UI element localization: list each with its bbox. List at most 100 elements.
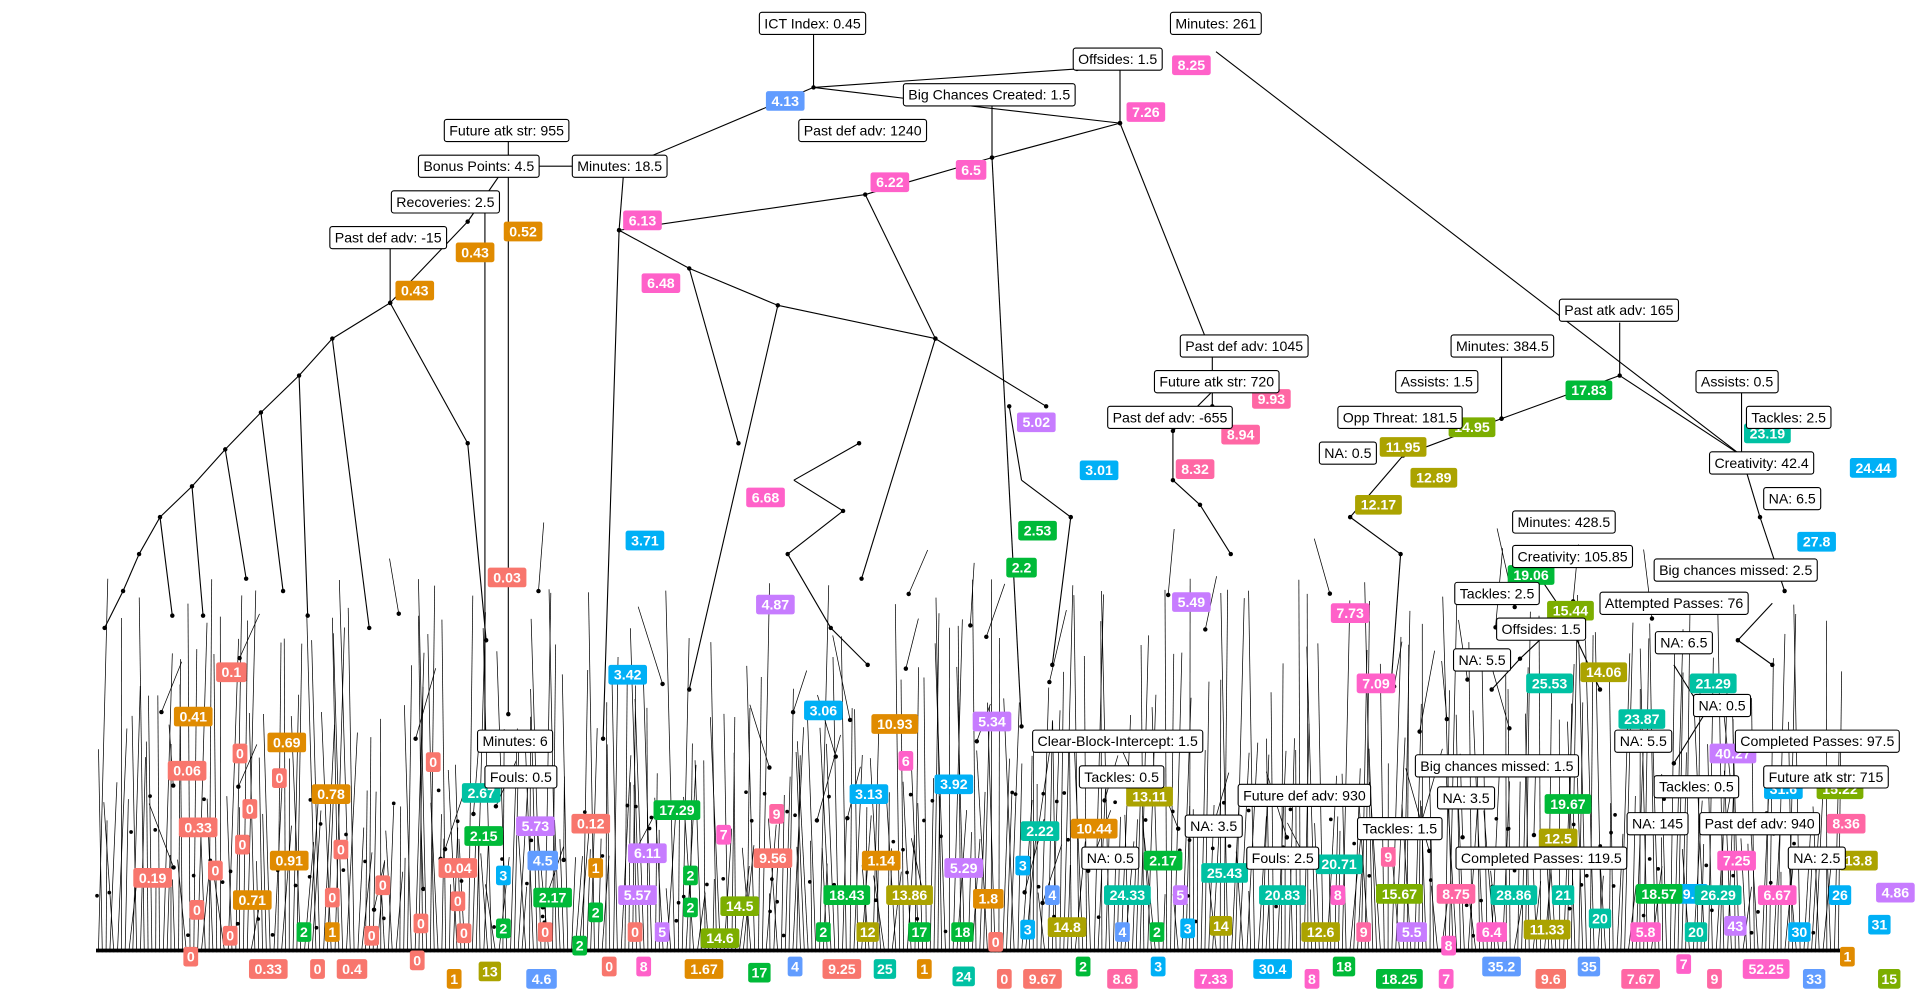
node-value: 13.86 [892, 887, 928, 903]
tree-node [785, 551, 790, 557]
tree-node [863, 192, 868, 197]
tree-node [228, 869, 233, 874]
leaf-branch [849, 708, 853, 951]
value-badge [654, 922, 670, 942]
tree-edge [159, 517, 173, 616]
tree-edge [122, 553, 140, 592]
value-badge [886, 885, 933, 905]
node-value-label: 4.5 [527, 850, 559, 871]
tree-edge [148, 803, 174, 868]
tree-node [1710, 908, 1714, 913]
value-badge [496, 865, 511, 886]
node-value: 0 [454, 893, 462, 909]
node-value: 9 [1711, 971, 1719, 987]
leaf-branch [819, 585, 830, 951]
split-node-label: NA: 0.5 [1318, 441, 1377, 465]
split-condition: Big Chances Created: 1.5 [908, 87, 1070, 103]
node-value-label: 8 [1304, 968, 1320, 989]
node-value: 35.2 [1488, 958, 1516, 974]
value-badge [272, 768, 287, 788]
leaf-branch [956, 666, 965, 951]
node-value: 1.67 [690, 961, 718, 977]
leaf-branch [891, 871, 902, 951]
leaf-branch [935, 597, 943, 951]
value-badge [1676, 954, 1692, 974]
node-value: 3.01 [1085, 462, 1113, 478]
value-badge [324, 887, 340, 908]
split-box [1512, 510, 1616, 534]
tree-node [1647, 857, 1652, 861]
value-badge [232, 743, 248, 764]
split-node-label: Tackles: 0.5 [1078, 765, 1165, 789]
node-value-label: 19.67 [1544, 794, 1592, 814]
node-value-label: 21 [1551, 885, 1575, 905]
leaf-branch [1594, 632, 1603, 951]
split-condition: Offsides: 1.5 [1502, 621, 1581, 637]
node-value-label: 7.67 [1621, 968, 1660, 989]
value-badge [1788, 922, 1811, 942]
node-value: 0.43 [401, 282, 429, 298]
leaf-branch [338, 580, 351, 951]
node-value: 0 [187, 949, 195, 965]
node-value-label: 6.4 [1476, 922, 1507, 942]
node-value: 0 [417, 915, 425, 931]
value-badge [1172, 55, 1211, 76]
tree-edge [787, 510, 844, 555]
leaf-branch [1364, 601, 1370, 951]
tree-node [492, 925, 496, 929]
node-value-label: 0.43 [455, 242, 495, 263]
leaf-branch [694, 760, 702, 951]
value-badge [641, 273, 681, 294]
split-condition: NA: 0.5 [1087, 850, 1134, 866]
node-value: 0 [992, 934, 1000, 950]
node-value-label: 17 [908, 922, 931, 942]
node-value: 7.25 [1723, 853, 1751, 869]
value-badge [756, 594, 795, 615]
split-condition: Completed Passes: 119.5 [1461, 850, 1622, 866]
node-value: 3.42 [614, 667, 642, 683]
node-value: 5.29 [950, 860, 978, 876]
tree-node [600, 854, 605, 858]
split-condition: Tackles: 0.5 [1659, 779, 1734, 795]
node-value: 0.52 [509, 223, 537, 239]
value-badge [1180, 918, 1196, 939]
tree-edge [1393, 641, 1403, 687]
node-value: 1 [328, 924, 336, 940]
node-value: 6.13 [629, 212, 657, 228]
tree-edge [1051, 517, 1072, 665]
leaf-branch [1379, 663, 1385, 951]
node-value-label: 0.33 [178, 817, 218, 838]
leaf-branch [842, 818, 847, 951]
leaf-branch [323, 724, 335, 951]
split-node-label: Past atk adv: 165 [1558, 298, 1680, 322]
value-badge [898, 751, 914, 771]
leaf-branch [681, 638, 690, 951]
tree-edge [260, 412, 284, 592]
node-value: 20 [1592, 910, 1608, 926]
tree-edge [1419, 650, 1435, 732]
split-node-label: Tackles: 1.5 [1356, 816, 1443, 841]
leaf-branch [765, 824, 777, 951]
leaf-branch [1468, 896, 1477, 951]
node-value: 4.5 [533, 853, 553, 869]
value-badge [1535, 968, 1567, 989]
split-condition: Minutes: 384.5 [1456, 338, 1549, 354]
node-value: 2 [1079, 958, 1087, 974]
tree-node [1768, 880, 1773, 885]
node-value: 8.25 [1178, 57, 1206, 73]
node-value: 0 [328, 889, 336, 905]
tree-node [891, 839, 896, 844]
node-value-label: 9.6 [1535, 968, 1567, 989]
node-value: 23.87 [1624, 711, 1660, 727]
tree-edge [260, 375, 300, 413]
value-badge [409, 950, 425, 971]
split-box [443, 118, 570, 143]
leaf-branch [365, 790, 368, 951]
value-badge [588, 902, 604, 923]
value-badge [1044, 885, 1060, 905]
tree-node [865, 662, 870, 668]
node-value-label: 1 [446, 968, 462, 989]
value-badge [684, 959, 724, 979]
tree-node [344, 832, 348, 837]
